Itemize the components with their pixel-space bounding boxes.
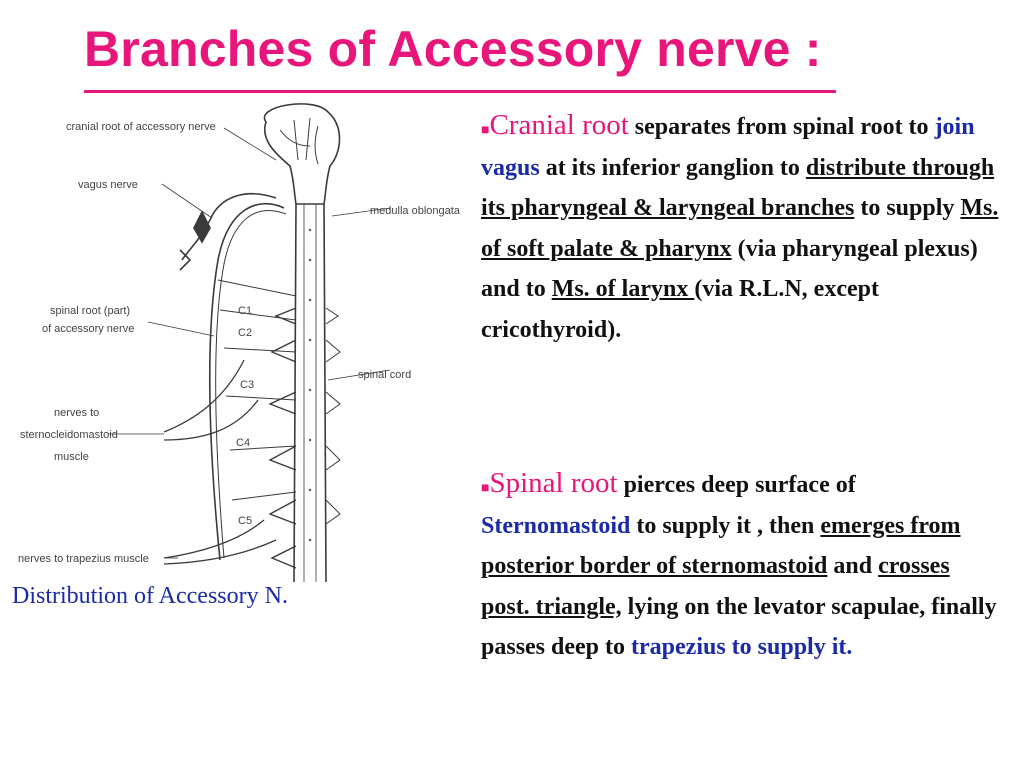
label-c3: C3 — [240, 379, 254, 391]
square-bullet-icon: ■ — [481, 123, 490, 138]
sternomastoid-text: Sternomastoid — [481, 512, 631, 539]
trapezius-text: trapezius to supply it. — [631, 634, 853, 660]
spinal-root-line — [208, 203, 285, 561]
spinal-text-4: lying on the levator scapulae, finally p… — [481, 593, 997, 661]
scm-nerve-lines — [163, 359, 259, 441]
spinal-root-paragraph: ■Spinal root pierces deep surface of Ste… — [481, 463, 1003, 668]
spinal-text-3: and — [827, 553, 879, 579]
label-medulla: medulla oblongata — [370, 205, 461, 217]
cranial-root-paragraph: ■Cranial root separates from spinal root… — [481, 105, 1003, 350]
square-bullet-icon: ■ — [481, 481, 490, 496]
slide-title: Branches of Accessory nerve : — [84, 21, 822, 77]
accessory-nerve-diagram: cranial root of accessory nerve vagus ne… — [18, 103, 461, 582]
cranial-text-4: (via pharyngeal plexus) and to — [481, 235, 978, 303]
join-vagus-text: join vagus — [481, 114, 975, 181]
cranial-text-3: to supply — [854, 195, 961, 221]
posterior-border-text: emerges from posterior border of sternom… — [481, 512, 961, 580]
cervical-roots — [268, 307, 297, 569]
label-vagus-nerve: vagus nerve — [78, 179, 138, 191]
label-scm-1: nerves to — [54, 407, 99, 419]
cranial-root-heading: Cranial root — [489, 109, 629, 141]
soft-palate-pharynx-text: Ms. of soft palate & pharynx — [481, 195, 999, 262]
spinal-root-heading: Spinal root — [489, 467, 618, 499]
cranial-text-2: at its inferior ganglion to — [539, 154, 806, 181]
medulla-outline — [263, 103, 341, 205]
title-underline — [84, 90, 836, 93]
cranial-text-5: (via R.L.N, except cricothyroid). — [481, 276, 879, 343]
cranial-text-1: separates from spinal root to — [628, 114, 935, 140]
post-triangle-text: crosses post. triangle, — [481, 553, 950, 620]
vagus-nerve-line — [181, 193, 277, 261]
label-scm-2: sternocleidomastoid — [20, 429, 118, 441]
label-c2: C2 — [238, 327, 252, 339]
distribute-branches-text: distribute through its pharyngeal & lary… — [481, 154, 995, 222]
label-trapezius: nerves to trapezius muscle — [18, 553, 149, 565]
figure-caption: Distribution of Accessory N. — [12, 583, 288, 609]
spinal-text-2: to supply it , then — [630, 512, 821, 539]
label-scm-3: muscle — [54, 451, 89, 463]
label-spinal-root-1: spinal root (part) — [50, 305, 130, 317]
larynx-text: Ms. of larynx — [551, 276, 695, 302]
label-c5: C5 — [238, 515, 252, 527]
label-cranial-root: cranial root of accessory nerve — [66, 121, 216, 133]
label-spinal-cord: spinal cord — [358, 369, 411, 381]
spinal-text-1: pierces deep surface of — [617, 472, 856, 498]
trapezius-nerve-line — [163, 519, 277, 565]
label-c1: C1 — [238, 305, 252, 317]
label-spinal-root-2: of accessory nerve — [42, 323, 134, 335]
label-c4: C4 — [236, 437, 250, 449]
